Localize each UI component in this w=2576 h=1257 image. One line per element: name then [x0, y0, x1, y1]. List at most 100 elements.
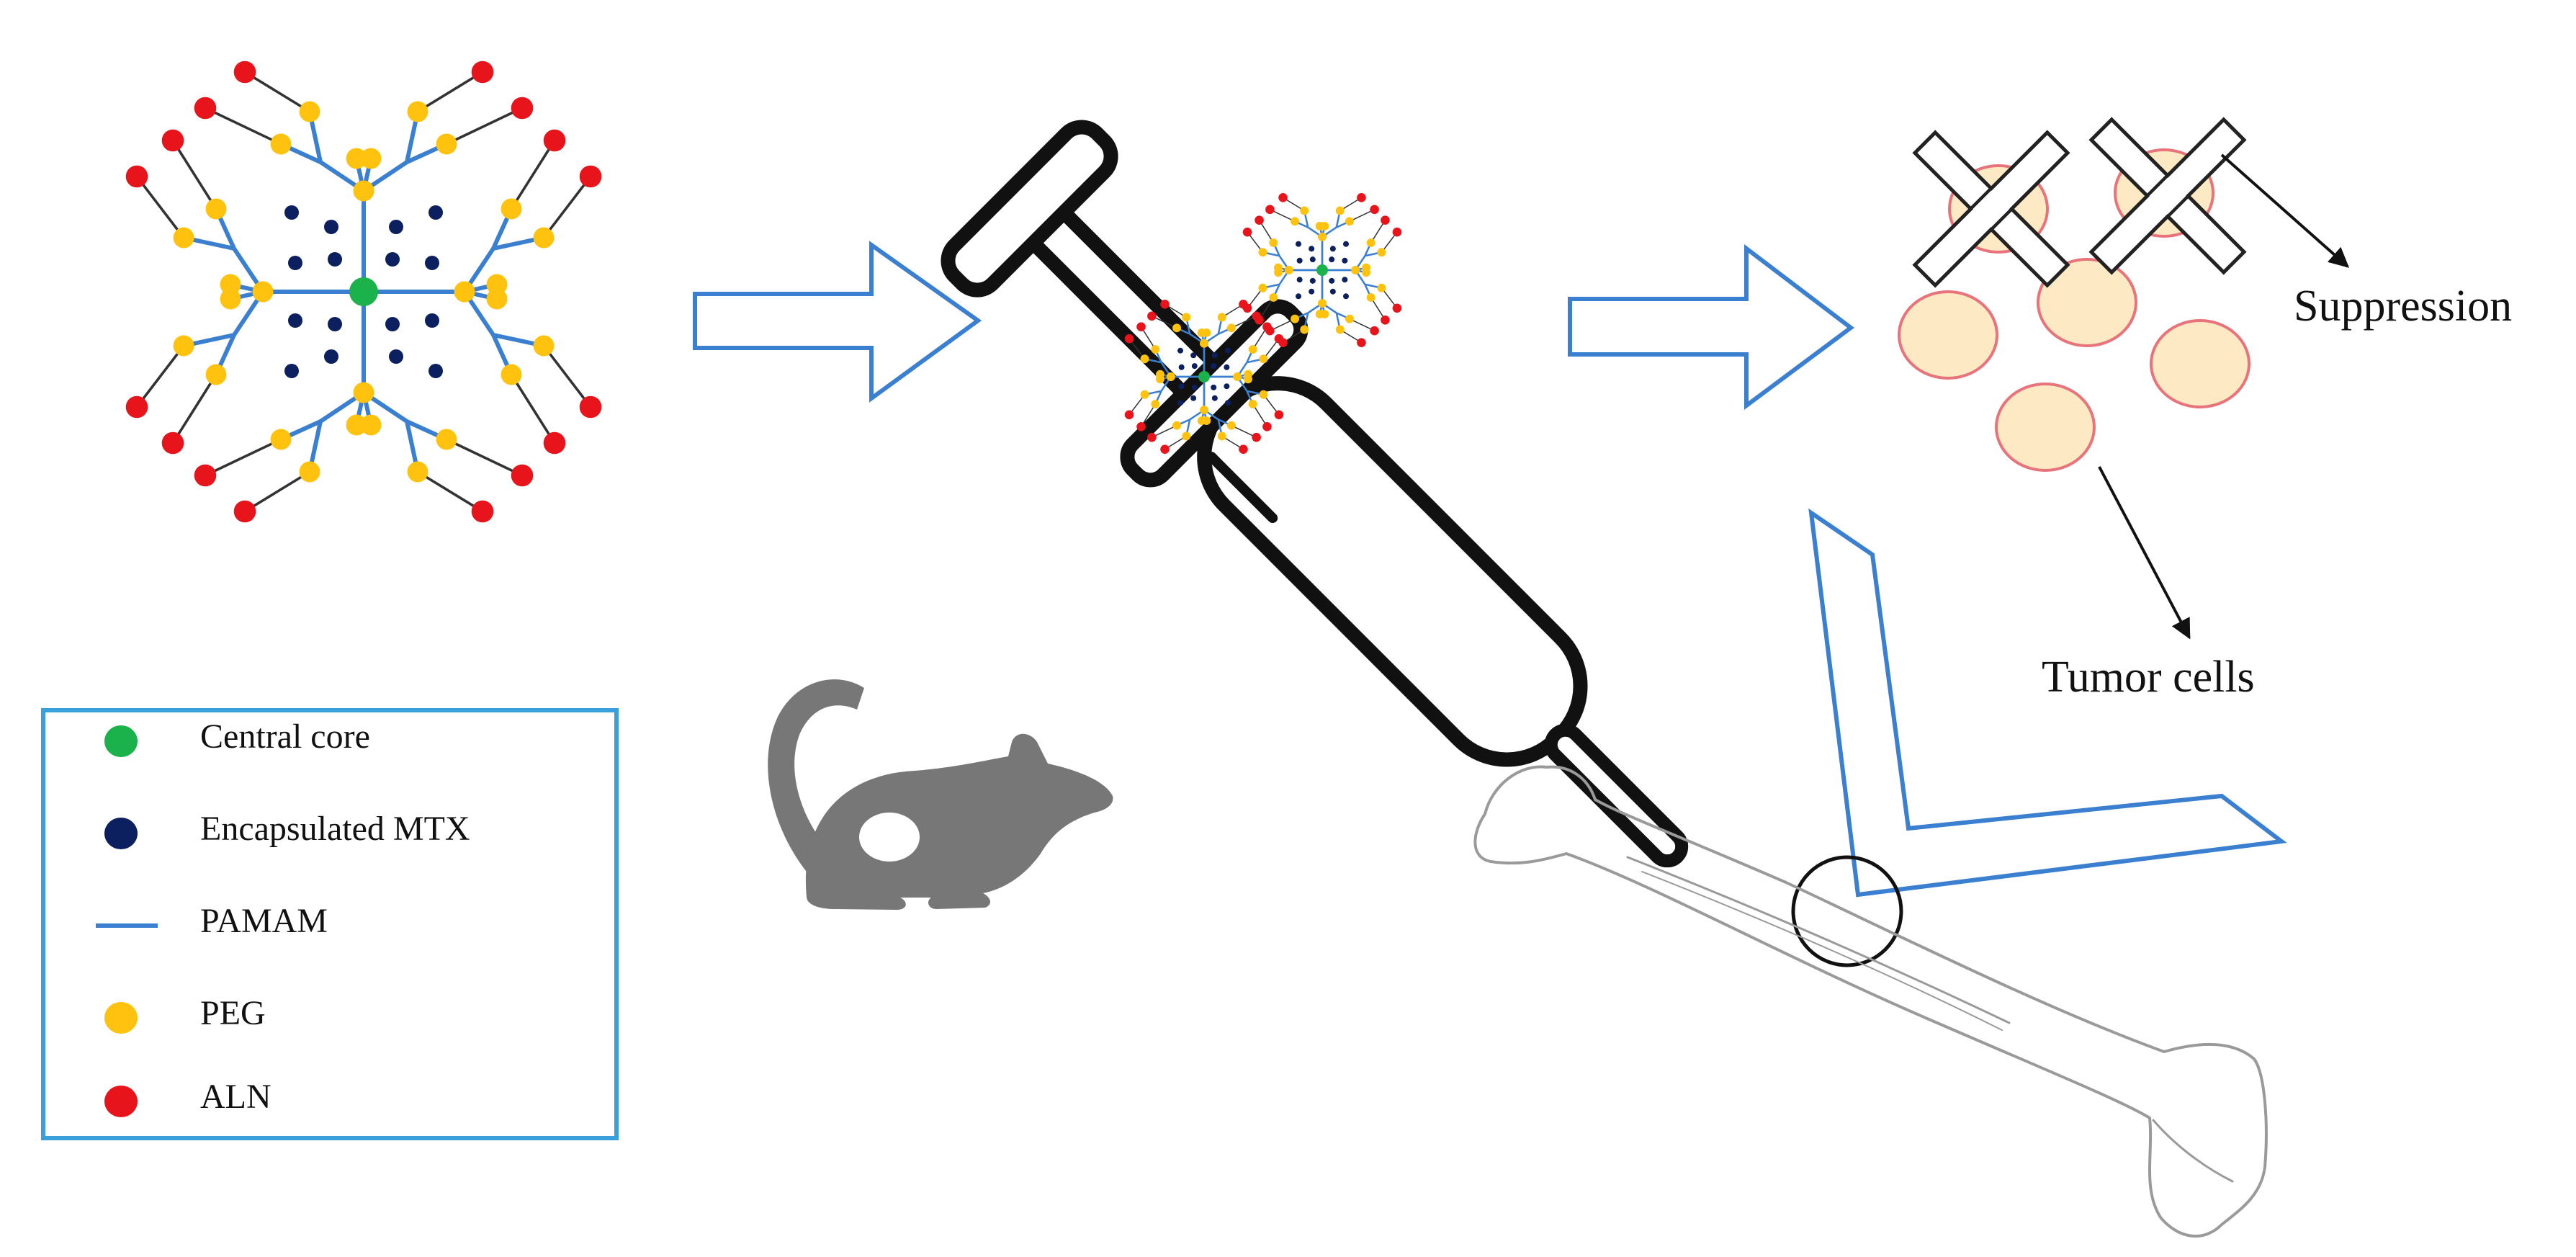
mtx-dot: [1224, 364, 1230, 370]
legend-swatch-green-dot: [104, 725, 138, 757]
legend-swatch-blue-line: [96, 923, 158, 928]
peg-dot: [220, 288, 241, 310]
syringe-icon: [941, 120, 1689, 868]
peg-dot: [486, 288, 508, 310]
mtx-dot: [1342, 277, 1348, 283]
aln-linker: [542, 344, 592, 408]
legend-swatch-navy-dot: [104, 818, 138, 849]
aln-dot: [579, 165, 602, 188]
mtx-dot: [1309, 256, 1316, 263]
aln-dot: [194, 464, 217, 487]
peg-dot: [270, 133, 292, 155]
peg-dot: [1366, 238, 1375, 247]
aln-linker: [1270, 209, 1296, 223]
mtx-dot: [1190, 395, 1197, 401]
central-core-dot: [349, 277, 378, 306]
mtx-dot: [1296, 293, 1301, 300]
mtx-dot: [1343, 241, 1349, 247]
peg-dot: [1335, 325, 1345, 334]
aln-dot: [1265, 326, 1275, 336]
aln-linker: [135, 344, 185, 408]
peg-dot: [501, 364, 522, 385]
aln-dot: [511, 97, 534, 120]
peg-dot: [1377, 248, 1386, 257]
peg-dot: [1217, 313, 1226, 322]
peg-dot: [1259, 354, 1268, 364]
peg-dot: [1140, 354, 1149, 364]
peg-dot: [1320, 310, 1329, 318]
peg-dot: [299, 461, 320, 483]
mouse-icon: [768, 679, 1113, 910]
tumor-cell: [1898, 290, 1998, 380]
aln-dot: [1242, 303, 1252, 313]
legend-item-central-core: Central core: [45, 712, 607, 770]
legend-label: PEG: [200, 994, 266, 1032]
dendrimer-large: [125, 61, 602, 523]
legend-label: Central core: [200, 717, 370, 756]
peg-dot: [1259, 390, 1268, 399]
peg-dot: [1202, 328, 1211, 337]
peg-dot: [1182, 313, 1191, 322]
peg-dot: [1362, 263, 1371, 272]
peg-dot: [1200, 406, 1208, 415]
peg-dot: [346, 414, 367, 436]
peg-dot: [1320, 222, 1329, 231]
mtx-dot: [284, 205, 299, 220]
aln-dot: [1278, 338, 1288, 347]
aln-dot: [1242, 227, 1252, 237]
aln-linker: [542, 175, 592, 239]
aln-dot: [1392, 227, 1402, 237]
aln-dot: [1381, 215, 1390, 225]
peg-dot: [173, 227, 194, 249]
peg-dot: [1200, 339, 1208, 348]
aln-linker: [1152, 316, 1177, 329]
peg-dot: [1172, 323, 1182, 333]
aln-dot: [1255, 215, 1264, 225]
bone-icon: [1473, 765, 2268, 1238]
peg-dot: [1318, 232, 1327, 241]
mouse-highlight: [859, 813, 920, 862]
zoom-callout: [1808, 508, 2287, 898]
aln-dot: [1262, 422, 1272, 431]
aln-dot: [1124, 334, 1134, 344]
mtx-dot: [1178, 383, 1185, 390]
tumor-cell: [2150, 319, 2250, 408]
mtx-dot: [1178, 364, 1185, 370]
aln-linker: [1270, 318, 1296, 331]
mtx-dot: [1343, 293, 1349, 300]
peg-dot: [1233, 372, 1242, 381]
aln-linker: [446, 438, 523, 477]
tumor-cells-group: [1898, 148, 2250, 472]
mtx-dot: [1329, 256, 1335, 263]
aln-dot: [579, 395, 602, 419]
peg-dot: [1366, 293, 1375, 302]
peg-dot: [1248, 400, 1257, 408]
peg-dot: [173, 335, 194, 357]
aln-dot: [511, 464, 534, 487]
aln-linker: [417, 71, 483, 113]
mtx-dot: [1342, 257, 1348, 264]
peg-dot: [353, 382, 374, 403]
peg-dot: [1151, 400, 1160, 408]
mtx-dot: [425, 313, 439, 328]
aln-dot: [1147, 432, 1157, 442]
peg-dot: [1269, 293, 1278, 302]
mtx-dot: [1191, 363, 1198, 370]
peg-dot: [1269, 238, 1278, 247]
peg-dot: [1244, 370, 1253, 379]
mtx-dot: [425, 256, 439, 270]
tumor-cells-label: Tumor cells: [2042, 653, 2255, 702]
mtx-dot: [385, 317, 400, 331]
mtx-dot: [1329, 277, 1335, 284]
peg-dot: [220, 274, 241, 295]
peg-dot: [299, 101, 320, 122]
peg-dot: [1172, 421, 1182, 430]
aln-linker: [1231, 424, 1257, 438]
aln-dot: [1381, 316, 1390, 325]
mtx-dot: [389, 220, 403, 234]
mtx-dot: [1191, 384, 1198, 390]
peg-dot: [353, 180, 374, 202]
suppression-label: Suppression: [2294, 282, 2513, 331]
flow-arrow-2: [1568, 243, 1854, 410]
